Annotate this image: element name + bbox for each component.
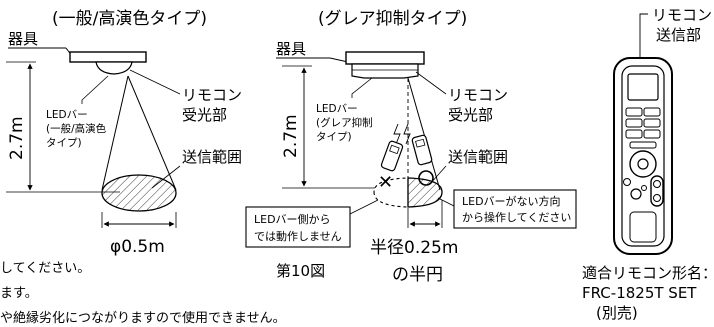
operate-note-box — [453, 189, 577, 229]
remote-sold-separately: (別売) — [596, 304, 638, 322]
remote-model-label: 適合リモコン形名： — [582, 264, 714, 282]
remote-bad-icon — [380, 140, 404, 172]
left-range-label: 送信範囲 — [182, 148, 242, 166]
right-height-label: 2.7m — [281, 114, 301, 158]
circle-mark-icon — [418, 170, 434, 186]
right-fixture-label: 器具 — [276, 40, 306, 58]
not-work-note-2: では動作しません — [254, 229, 342, 243]
left-receiver-label-2: 受光部 — [182, 106, 227, 124]
right-receiver-label-2: 受光部 — [448, 106, 493, 124]
left-transmission-range — [101, 174, 177, 212]
right-ledbar-label-1: LEDバー — [316, 103, 358, 115]
cross-mark-icon: ✕ — [378, 172, 393, 193]
left-figure: (一般/高演色タイプ) 器具 2.7m LEDバー (一般/高演色 タイプ) リ… — [6, 9, 242, 257]
right-receiver-label-1: リモコン — [448, 86, 508, 104]
right-cone-edge — [407, 77, 441, 191]
remote-model-number: FRC-1825T SET — [582, 284, 697, 302]
right-ledbar-label-3: タイプ) — [316, 131, 352, 143]
radius-label: 半径0.25m — [370, 238, 458, 258]
right-fixture — [345, 51, 425, 65]
right-led-bar — [351, 63, 419, 79]
signal-bolt-icon — [403, 123, 411, 145]
right-ledbar-label-2: (グレア抑制 — [316, 116, 373, 129]
left-cone-edge-left — [101, 75, 129, 191]
transmitter-label-1: リモコン — [652, 6, 712, 24]
fragment-line-2: ます。 — [0, 286, 38, 301]
right-range-label: 送信範囲 — [448, 148, 508, 166]
fragment-line-1: してください。 — [0, 261, 90, 276]
instruction-fragments: してください。 ます。 や絶縁劣化につながりますので使用できません。 — [0, 261, 286, 326]
not-work-note-1: LEDバー側から — [254, 213, 331, 226]
semicircle-label: の半円 — [392, 265, 443, 285]
right-figure-title: (グレア抑制タイプ) — [318, 9, 467, 29]
signal-bolt-icon — [393, 123, 401, 145]
remote-display — [627, 73, 659, 101]
left-height-label: 2.7m — [7, 116, 27, 160]
left-ledbar-label-3: タイプ) — [46, 137, 82, 149]
left-diameter-label: φ0.5m — [110, 237, 165, 257]
fragment-line-3: や絶縁劣化につながりますので使用できません。 — [0, 310, 286, 326]
remote-illustration: リモコン 送信部 適合リモコン形名： FRC-1825 — [582, 6, 714, 322]
left-ledbar-label-2: (一般/高演色 — [46, 122, 107, 135]
figure-number: 第10図 — [276, 262, 325, 280]
left-ledbar-label-1: LEDバー — [46, 109, 88, 121]
left-figure-title: (一般/高演色タイプ) — [52, 9, 207, 29]
operate-note-1: LEDバーがない方向 — [462, 194, 561, 208]
operate-note-2: から操作してください — [462, 210, 571, 224]
remote-good-icon — [411, 134, 433, 166]
left-led-bar — [95, 61, 133, 75]
left-fixture — [69, 51, 147, 63]
right-figure: (グレア抑制タイプ) 器具 2.7m LEDバー (グレア抑制 タイプ) ✕ — [245, 9, 577, 285]
remote-buttons — [625, 107, 661, 149]
left-cone-edge-right — [127, 75, 177, 191]
left-receiver-label-1: リモコン — [182, 86, 242, 104]
transmitter-label-2: 送信部 — [656, 26, 701, 44]
left-fixture-label: 器具 — [8, 30, 38, 48]
not-work-note-box — [245, 206, 351, 248]
right-transmission-range — [407, 177, 443, 208]
